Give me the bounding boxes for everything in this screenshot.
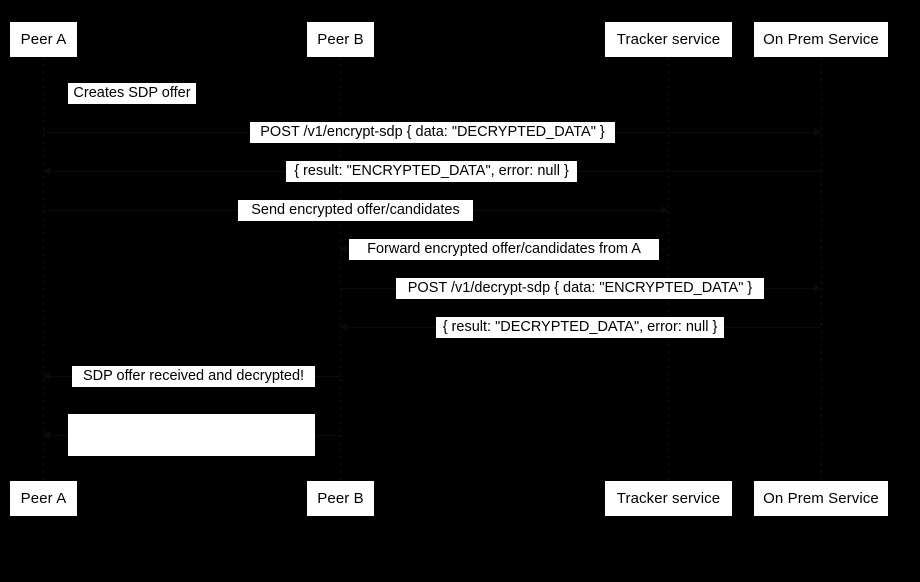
sequence-diagram-canvas: Peer A Peer B Tracker service On Prem Se… bbox=[10, 22, 888, 537]
lifeline-on-prem-service bbox=[821, 57, 822, 481]
message-arrowhead-forward-encrypted-offer bbox=[340, 245, 347, 253]
message-arrowhead-send-encrypted-offer bbox=[661, 206, 668, 214]
participant-box-peer-b-top[interactable]: Peer B bbox=[307, 22, 374, 57]
participant-box-on-prem-service-top[interactable]: On Prem Service bbox=[754, 22, 888, 57]
participant-box-tracker-service-top[interactable]: Tracker service bbox=[605, 22, 732, 57]
participant-box-peer-b-bottom[interactable]: Peer B bbox=[307, 481, 374, 516]
participant-label-peer-b-top: Peer B bbox=[317, 31, 364, 48]
message-label-post-decrypt-sdp: POST /v1/decrypt-sdp { data: "ENCRYPTED_… bbox=[396, 278, 764, 299]
lifeline-peer-b bbox=[340, 57, 341, 481]
message-arrowhead-sdp-offer-received bbox=[43, 372, 50, 380]
participant-box-peer-a-top[interactable]: Peer A bbox=[10, 22, 77, 57]
participant-label-tracker-service-top: Tracker service bbox=[616, 31, 721, 48]
message-label-encrypt-sdp-result: { result: "ENCRYPTED_DATA", error: null … bbox=[286, 161, 577, 182]
message-label-creates-sdp-offer: Creates SDP offer bbox=[68, 83, 196, 104]
participant-box-on-prem-service-bottom[interactable]: On Prem Service bbox=[754, 481, 888, 516]
participant-label-peer-a-bottom: Peer A bbox=[20, 490, 67, 507]
message-arrowhead-encrypt-sdp-result bbox=[43, 167, 50, 175]
participant-label-peer-b-bottom: Peer B bbox=[317, 490, 364, 507]
message-arrowhead-decrypt-sdp-result bbox=[340, 323, 347, 331]
participant-box-peer-a-bottom[interactable]: Peer A bbox=[10, 481, 77, 516]
message-label-create-sdp-answer: Create SDP answer and send to An using t… bbox=[68, 414, 315, 537]
lifeline-tracker-service bbox=[668, 57, 669, 481]
message-label-sdp-offer-received: SDP offer received and decrypted! bbox=[72, 366, 315, 387]
message-arrowhead-post-encrypt-sdp bbox=[814, 128, 821, 136]
message-label-forward-encrypted-offer: Forward encrypted offer/candidates from … bbox=[349, 239, 659, 260]
message-label-send-encrypted-offer: Send encrypted offer/candidates bbox=[238, 200, 473, 221]
message-label-create-sdp-answer-line-1: Create SDP answer and send to An bbox=[77, 458, 306, 474]
lifeline-peer-a bbox=[43, 57, 44, 481]
message-label-post-encrypt-sdp: POST /v1/encrypt-sdp { data: "DECRYPTED_… bbox=[250, 122, 615, 143]
participant-label-on-prem-service-top: On Prem Service bbox=[763, 31, 879, 48]
message-label-decrypt-sdp-result: { result: "DECRYPTED_DATA", error: null … bbox=[436, 317, 724, 338]
participant-label-on-prem-service-bottom: On Prem Service bbox=[763, 490, 879, 507]
participant-label-peer-a-top: Peer A bbox=[20, 31, 67, 48]
message-label-create-sdp-answer-line-2: using the same mechanism bbox=[103, 521, 280, 537]
message-arrowhead-post-decrypt-sdp bbox=[814, 284, 821, 292]
message-arrowhead-create-sdp-answer bbox=[43, 431, 50, 439]
participant-box-tracker-service-bottom[interactable]: Tracker service bbox=[605, 481, 732, 516]
participant-label-tracker-service-bottom: Tracker service bbox=[616, 490, 721, 507]
